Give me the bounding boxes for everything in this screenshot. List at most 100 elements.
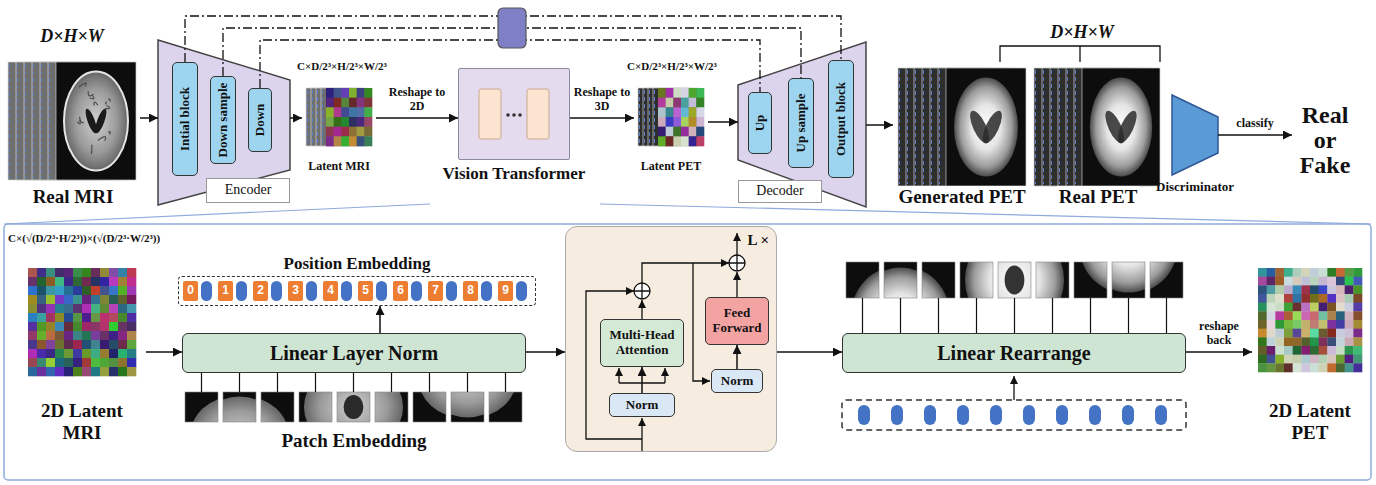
- node-label: Feed Forward: [709, 306, 765, 336]
- slice-edge: [915, 70, 916, 184]
- latent-cell: [1275, 303, 1284, 312]
- patch-stub: [239, 373, 240, 392]
- latent-cell: [1353, 303, 1362, 312]
- position-token: [463, 281, 478, 301]
- image-patch: [375, 392, 408, 422]
- latent-cell: [1336, 277, 1345, 286]
- token-number: 9: [502, 284, 509, 298]
- embedding-token: [271, 281, 282, 301]
- brain: [1036, 262, 1064, 298]
- latent-cell: [341, 117, 349, 127]
- latent-cell: [82, 340, 91, 349]
- embedding-token: [236, 281, 247, 301]
- latent-cell: [64, 367, 73, 376]
- latent-cell: [100, 277, 109, 286]
- latent-cell: [46, 340, 55, 349]
- image-panel: 2D Latent PET: [1252, 266, 1368, 444]
- slice-edge: [1043, 70, 1044, 184]
- latent-cell: [1267, 337, 1276, 346]
- token-number: 3: [292, 284, 299, 298]
- latent-cell: [673, 136, 681, 146]
- flow-line: [619, 382, 665, 383]
- latent-cell: [127, 313, 136, 322]
- latent-cell: [696, 136, 704, 146]
- embedding-token: [411, 281, 422, 301]
- latent-cell: [55, 358, 64, 367]
- ventricle: [979, 108, 1006, 145]
- latent-cell: [82, 286, 91, 295]
- image-panel: Latent MRI: [302, 82, 376, 174]
- latent-image: [28, 268, 136, 376]
- brain: [954, 77, 1018, 176]
- latent-cell: [28, 304, 37, 313]
- image-stack: [306, 88, 372, 146]
- latent-cell: [1310, 294, 1319, 303]
- patch-frame: [451, 392, 484, 422]
- latent-cell: [55, 304, 64, 313]
- latent-cell: [1345, 329, 1354, 338]
- latent-cell: [82, 322, 91, 331]
- latent-cell: [82, 331, 91, 340]
- latent-cell: [1336, 363, 1345, 372]
- latent-cell: [1353, 346, 1362, 355]
- latent-cell: [364, 127, 372, 137]
- latent-cell: [349, 88, 357, 98]
- latent-cell: [1327, 337, 1336, 346]
- latent-cell: [689, 88, 697, 98]
- latent-cell: [1319, 337, 1328, 346]
- latent-cell: [1275, 285, 1284, 294]
- latent-cell: [1353, 355, 1362, 364]
- latent-cell: [28, 277, 37, 286]
- image-patch: [261, 392, 294, 422]
- brain-fold: [105, 102, 107, 104]
- latent-cell: [1301, 320, 1310, 329]
- latent-cell: [326, 117, 334, 127]
- latent-cell: [91, 313, 100, 322]
- latent-cell: [46, 295, 55, 304]
- latent-cell: [109, 295, 118, 304]
- slice-edge: [1035, 70, 1036, 184]
- latent-cell: [46, 349, 55, 358]
- image-panel: Generated PET: [893, 62, 1031, 208]
- node-label: Encoder: [206, 178, 290, 203]
- latent-cell: [73, 286, 82, 295]
- node-label: Up: [753, 115, 768, 132]
- brain-fold: [105, 105, 109, 108]
- patch-frame: [1112, 262, 1145, 298]
- patch-frame: [846, 262, 879, 298]
- node-label: Down: [253, 104, 268, 137]
- latent-cell: [1319, 311, 1328, 320]
- image-patch: [489, 392, 522, 422]
- flow-arrow: [641, 367, 643, 393]
- shape-fill: [738, 42, 866, 207]
- patch-frame: [1150, 262, 1183, 298]
- latent-cell: [28, 331, 37, 340]
- latent-cell: [1319, 320, 1328, 329]
- latent-cell: [37, 331, 46, 340]
- latent-cell: [109, 340, 118, 349]
- brain-fold: [91, 145, 93, 153]
- embedding-token: [957, 405, 969, 425]
- latent-cell: [1327, 311, 1336, 320]
- latent-cell: [341, 88, 349, 98]
- latent-cell: [1345, 311, 1354, 320]
- latent-cell: [1258, 285, 1267, 294]
- latent-cell: [1267, 363, 1276, 372]
- patch-stub: [429, 373, 430, 392]
- latent-cell: [1275, 337, 1284, 346]
- latent-cell: [127, 295, 136, 304]
- token-number: 7: [432, 284, 439, 298]
- position-token: [428, 281, 443, 301]
- embedding-token: [1122, 405, 1134, 425]
- latent-cell: [1327, 363, 1336, 372]
- brain: [337, 392, 370, 422]
- node-label: Up sample: [794, 94, 809, 153]
- scan-ground: [56, 62, 136, 180]
- latent-cell: [696, 98, 704, 108]
- image-patch: [846, 262, 879, 298]
- latent-cell: [1275, 329, 1284, 338]
- latent-cell: [46, 322, 55, 331]
- patch-frame: [299, 392, 332, 422]
- flow-arrow: [570, 117, 634, 119]
- latent-cell: [1293, 268, 1302, 277]
